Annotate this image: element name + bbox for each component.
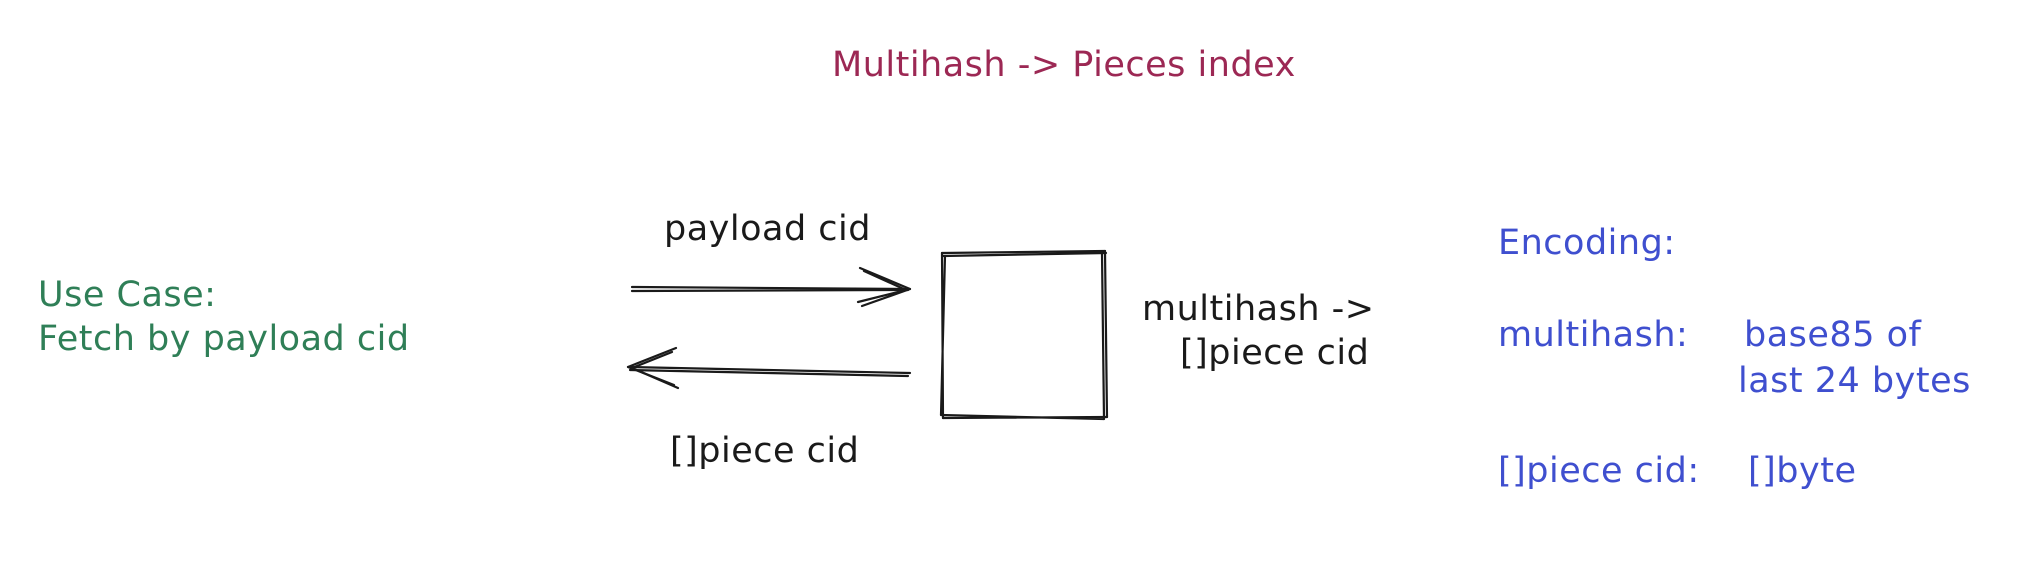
encoding-heading: Encoding: [1498,223,1676,263]
index-box [939,249,1109,421]
encoding-piece-value: []byte [1748,451,1857,491]
use-case-text: Fetch by payload cid [38,319,410,359]
response-label: []piece cid [670,431,860,471]
encoding-multihash-key: multihash: [1498,315,1689,355]
response-arrow [626,346,912,390]
use-case-heading: Use Case: [38,275,217,315]
encoding-multihash-value-line-2: last 24 bytes [1738,361,1971,401]
mapping-line-1: multihash -> [1142,289,1375,329]
mapping-line-2: []piece cid [1180,333,1370,373]
request-label: payload cid [664,209,871,249]
encoding-piece-key: []piece cid: [1498,451,1700,491]
request-arrow [630,266,912,308]
diagram-title: Multihash -> Pieces index [832,45,1296,85]
encoding-multihash-value-line-1: base85 of [1744,315,1922,355]
